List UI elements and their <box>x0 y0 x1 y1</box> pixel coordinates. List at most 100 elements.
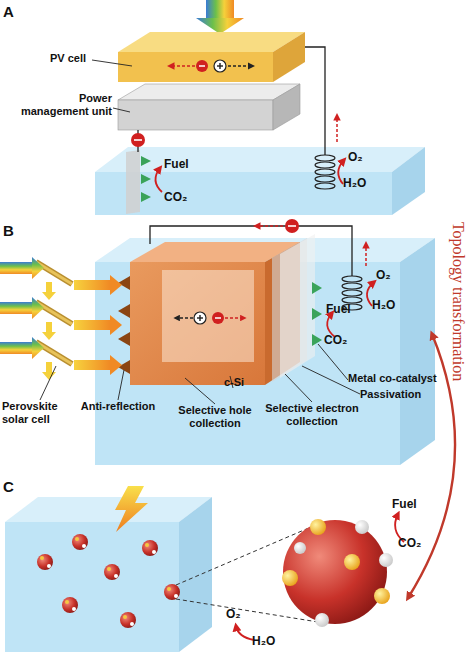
particle-closeup <box>236 514 404 640</box>
sunlight-arrow-part <box>206 0 234 18</box>
reactor-tank-part <box>179 497 212 652</box>
wire-part <box>288 225 296 227</box>
leader-line <box>40 344 360 404</box>
photocatalyst-particle-part <box>82 544 86 548</box>
silicon-cell-part <box>312 334 322 346</box>
photocatalyst-particle <box>37 534 180 628</box>
particle-closeup-part <box>315 613 329 627</box>
pv-cell-part <box>118 52 273 82</box>
light-beam-part <box>46 362 52 372</box>
electrolyzer-tank-part <box>392 147 425 215</box>
species-label: CO₂ <box>164 190 208 204</box>
coil-electrode-part <box>315 169 335 175</box>
photocatalyst-particle-part <box>47 564 51 568</box>
coil-electrode-part <box>342 276 362 282</box>
species-label: H₂O <box>343 176 387 190</box>
photocatalyst-particle-part <box>72 607 76 611</box>
leader-line-part <box>285 374 312 402</box>
photocatalyst-particle-part <box>152 550 156 554</box>
coil-electrode-part <box>315 183 335 189</box>
species-label: Fuel <box>392 497 436 511</box>
coil-electrode-part <box>342 283 362 289</box>
leader-line-part <box>40 366 56 400</box>
photocatalyst-particle-part <box>114 574 118 578</box>
pv-cell-part <box>196 60 208 72</box>
leader-line-part <box>318 344 348 380</box>
light-beam-part <box>46 322 52 332</box>
particle-closeup-part <box>355 520 369 534</box>
pv-cell-part <box>219 63 220 69</box>
light-beam-part <box>32 297 44 319</box>
power-unit-part <box>118 84 300 100</box>
wire-part <box>256 225 283 227</box>
pv-cell-part <box>214 60 226 72</box>
particle-closeup-part <box>379 553 393 567</box>
photocatalyst-particle-part <box>107 567 111 571</box>
light-beam-part <box>110 355 122 375</box>
electrolyzer-tank-part <box>141 156 151 166</box>
silicon-cell-part <box>194 312 206 324</box>
particle-closeup-part <box>236 626 254 640</box>
light-beam-part <box>74 360 110 370</box>
particle-closeup-part <box>374 588 390 604</box>
electrolyzer-tank-part <box>141 174 151 184</box>
perovskite-cell-part <box>36 262 72 284</box>
electrolyzer-tank <box>95 238 435 465</box>
silicon-cell-part <box>162 270 254 362</box>
photocatalyst-particle-part <box>62 597 78 613</box>
species-label: H₂O <box>252 634 296 648</box>
coil-electrode-part <box>315 162 335 168</box>
light-beam-part <box>42 372 56 380</box>
photocatalyst-particle-part <box>37 554 53 570</box>
rotated-caption: Topology transformation <box>448 222 467 382</box>
power-unit-part <box>273 84 300 130</box>
silicon-cell-part <box>280 234 315 378</box>
silicon-cell-part <box>312 308 322 320</box>
wire-part <box>305 47 325 155</box>
photocatalyst-particle-part <box>130 622 134 626</box>
wire-part <box>131 133 145 147</box>
coil-electrode <box>315 155 335 189</box>
perovskite-cell-part <box>36 342 72 364</box>
species-label: H₂O <box>372 298 416 312</box>
electrolyzer-tank-part <box>95 147 425 172</box>
wire-part <box>134 139 142 141</box>
species-label: O₂ <box>376 268 420 282</box>
part-label: Anti-reflection <box>68 400 168 413</box>
photocatalyst-particle-part <box>174 594 178 598</box>
wire-part <box>336 116 338 142</box>
electrolyzer-tank <box>95 147 425 215</box>
light-beam-part <box>0 342 32 354</box>
reactor-tank-part <box>5 522 179 652</box>
perovskite-cell-part <box>36 302 72 324</box>
light-beam <box>0 257 122 380</box>
species-label: CO₂ <box>398 536 442 550</box>
pv-cell-part <box>199 65 205 67</box>
light-beam-part <box>42 332 56 340</box>
photocatalyst-particle-part <box>120 612 136 628</box>
silicon-cell-part <box>312 282 322 294</box>
species-label: O₂ <box>226 607 270 621</box>
reactor-tank <box>5 497 212 652</box>
power-unit <box>118 84 300 130</box>
light-beam-part <box>0 302 32 314</box>
panel-letter: A <box>3 3 27 21</box>
electrolyzer-tank-part <box>95 262 400 465</box>
wire-part <box>365 244 367 266</box>
wire-part <box>113 108 130 112</box>
pv-cell <box>118 32 305 82</box>
photocatalyst-particle-part <box>145 543 149 547</box>
perovskite-cell-part <box>36 262 72 284</box>
silicon-cell-part <box>225 317 244 318</box>
pv-cell-part <box>170 65 195 67</box>
photocatalyst-particle-part <box>123 615 127 619</box>
pv-cell-part <box>118 32 305 52</box>
particle-closeup-part <box>294 542 306 554</box>
perovskite-cell-part <box>36 342 72 364</box>
power-unit-part <box>118 100 273 130</box>
pv-cell-part <box>228 65 252 67</box>
part-label: Perovskite solar cell <box>2 400 72 426</box>
wire <box>92 47 337 155</box>
light-beam-part <box>32 257 44 279</box>
photocatalyst-particle-part <box>40 556 44 560</box>
